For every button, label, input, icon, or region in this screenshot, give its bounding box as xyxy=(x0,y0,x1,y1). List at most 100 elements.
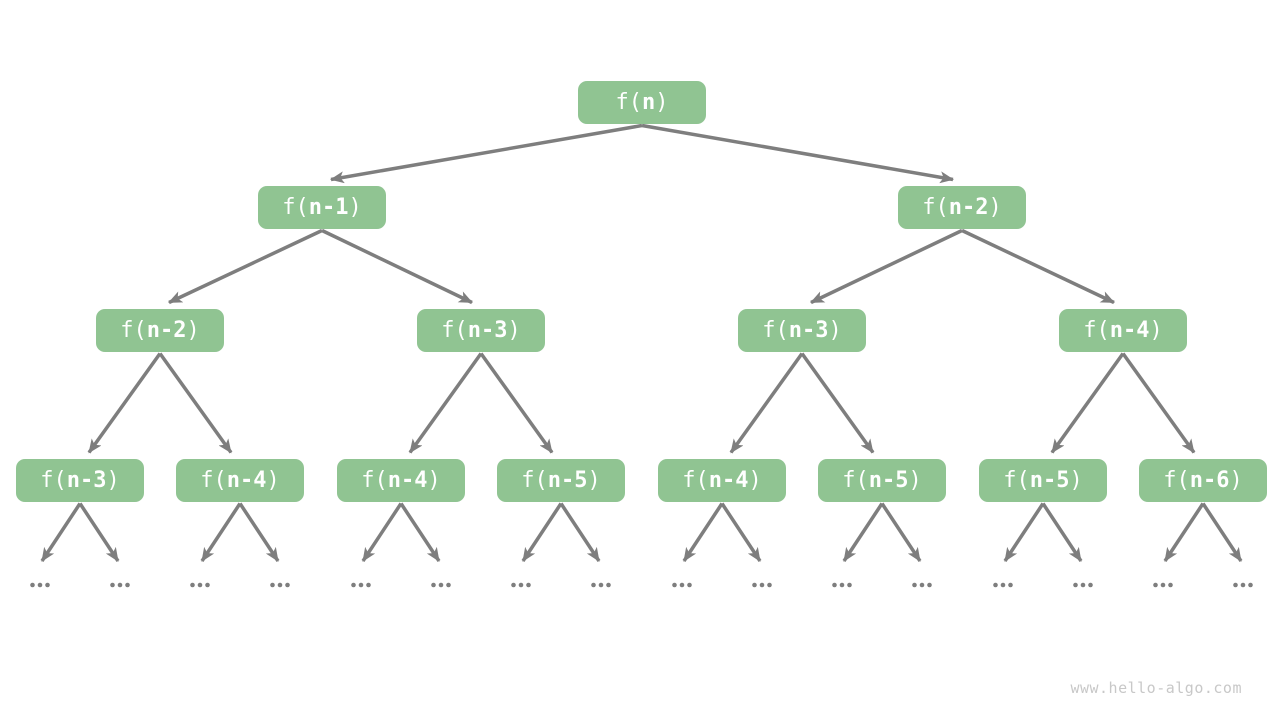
tree-node: f(n-3) xyxy=(738,308,866,352)
ellipsis-dots xyxy=(1153,582,1173,588)
edge-arrow xyxy=(682,502,724,562)
tree-node: f(n-4) xyxy=(176,458,304,502)
edge-arrow xyxy=(1041,502,1083,562)
tree-node-label: f( xyxy=(922,194,949,220)
tree-node-label: f( xyxy=(762,317,789,343)
tree-node-label: f( xyxy=(842,467,869,493)
ellipsis-dots xyxy=(431,582,451,588)
tree-node-label: f( xyxy=(40,467,67,493)
tree-node-label: ) xyxy=(507,317,521,343)
edge-arrow xyxy=(1003,502,1045,562)
tree-node-label: ) xyxy=(908,467,922,493)
edge-arrow xyxy=(521,502,563,562)
edge-arrow xyxy=(729,352,804,454)
tree-node: f(n-3) xyxy=(417,308,545,352)
tree-node: f(n-5) xyxy=(818,458,946,502)
ellipsis-dots xyxy=(190,582,210,588)
edge-arrow xyxy=(720,502,762,562)
tree-node-label: f( xyxy=(200,467,227,493)
tree-node-label: n-3 xyxy=(66,467,107,493)
tree-node-label: n-3 xyxy=(467,317,508,343)
tree-node-label: ) xyxy=(748,467,762,493)
tree-node-label: n-2 xyxy=(146,317,187,343)
tree-node-label: n-4 xyxy=(708,467,749,493)
tree-node: f(n-6) xyxy=(1139,458,1267,502)
edge-arrow xyxy=(641,123,954,184)
tree-node: f(n-5) xyxy=(979,458,1107,502)
tree-node: f(n-3) xyxy=(16,458,144,502)
ellipsis-dots xyxy=(110,582,130,588)
tree-node: f(n-1) xyxy=(258,185,386,229)
tree-node: f(n) xyxy=(578,80,706,124)
tree-node-label: f( xyxy=(361,467,388,493)
tree-node-label: f( xyxy=(441,317,468,343)
edge-arrow xyxy=(880,502,922,562)
ellipsis-dots xyxy=(672,582,692,588)
tree-node: f(n-2) xyxy=(96,308,224,352)
ellipsis-dots xyxy=(832,582,852,588)
tree-node-label: ) xyxy=(106,467,120,493)
edge-arrow xyxy=(810,228,963,305)
tree-node-label: ) xyxy=(655,89,669,115)
ellipsis-dots xyxy=(591,582,611,588)
ellipsis-dots xyxy=(1233,582,1253,588)
tree-node-label: ) xyxy=(186,317,200,343)
tree-node-label: ) xyxy=(988,194,1002,220)
tree-node-label: f( xyxy=(682,467,709,493)
tree-node: f(n-4) xyxy=(1059,308,1187,352)
edge-arrow xyxy=(1201,502,1243,562)
tree-node-label: n-3 xyxy=(788,317,829,343)
tree-node-label: ) xyxy=(828,317,842,343)
ellipsis-dots xyxy=(270,582,290,588)
tree-node: f(n-4) xyxy=(658,458,786,502)
tree-node-label: n xyxy=(642,89,656,115)
ellipsis-dots xyxy=(511,582,531,588)
edge-arrow xyxy=(842,502,884,562)
edge-arrow xyxy=(321,228,473,305)
tree-node-label: n-5 xyxy=(547,467,588,493)
edge-arrow xyxy=(961,228,1115,305)
tree-node-label: ) xyxy=(427,467,441,493)
ellipsis-dots xyxy=(1073,582,1093,588)
edge-arrow xyxy=(559,502,601,562)
tree-node-label: ) xyxy=(587,467,601,493)
tree-node-label: ) xyxy=(1149,317,1163,343)
edge-arrow xyxy=(800,352,875,454)
edge-arrow xyxy=(1050,352,1125,454)
watermark: www.hello-algo.com xyxy=(1070,679,1242,697)
tree-node-label: n-6 xyxy=(1189,467,1230,493)
edge-arrow xyxy=(1121,352,1196,454)
edge-arrow xyxy=(408,352,483,454)
edge-arrow xyxy=(78,502,120,562)
tree-node: f(n-4) xyxy=(337,458,465,502)
edge-arrow xyxy=(399,502,441,562)
tree-node: f(n-2) xyxy=(898,185,1026,229)
tree-node-label: ) xyxy=(1069,467,1083,493)
tree-node-label: f( xyxy=(1083,317,1110,343)
ellipsis-dots xyxy=(351,582,371,588)
tree-node-label: f( xyxy=(120,317,147,343)
ellipsis-dots xyxy=(993,582,1013,588)
edge-arrow xyxy=(479,352,554,454)
tree-node-label: n-4 xyxy=(387,467,428,493)
tree-node: f(n-5) xyxy=(497,458,625,502)
edge-arrow xyxy=(361,502,403,562)
ellipsis-dots xyxy=(30,582,50,588)
edge-arrow xyxy=(168,228,323,305)
tree-node-label: n-5 xyxy=(868,467,909,493)
tree-node-label: ) xyxy=(348,194,362,220)
tree-node-label: f( xyxy=(615,89,643,115)
ellipsis-dots xyxy=(912,582,932,588)
tree-node-label: n-1 xyxy=(308,194,349,220)
tree-node-label: ) xyxy=(1229,467,1243,493)
tree-node-label: ) xyxy=(266,467,280,493)
edge-arrow xyxy=(1163,502,1205,562)
ellipsis-dots xyxy=(752,582,772,588)
edge-arrow xyxy=(87,352,162,454)
tree-node-label: f( xyxy=(282,194,309,220)
tree-node-label: n-4 xyxy=(226,467,267,493)
tree-node-label: f( xyxy=(1003,467,1030,493)
tree-node-label: f( xyxy=(1163,467,1190,493)
edge-arrow xyxy=(330,123,643,184)
